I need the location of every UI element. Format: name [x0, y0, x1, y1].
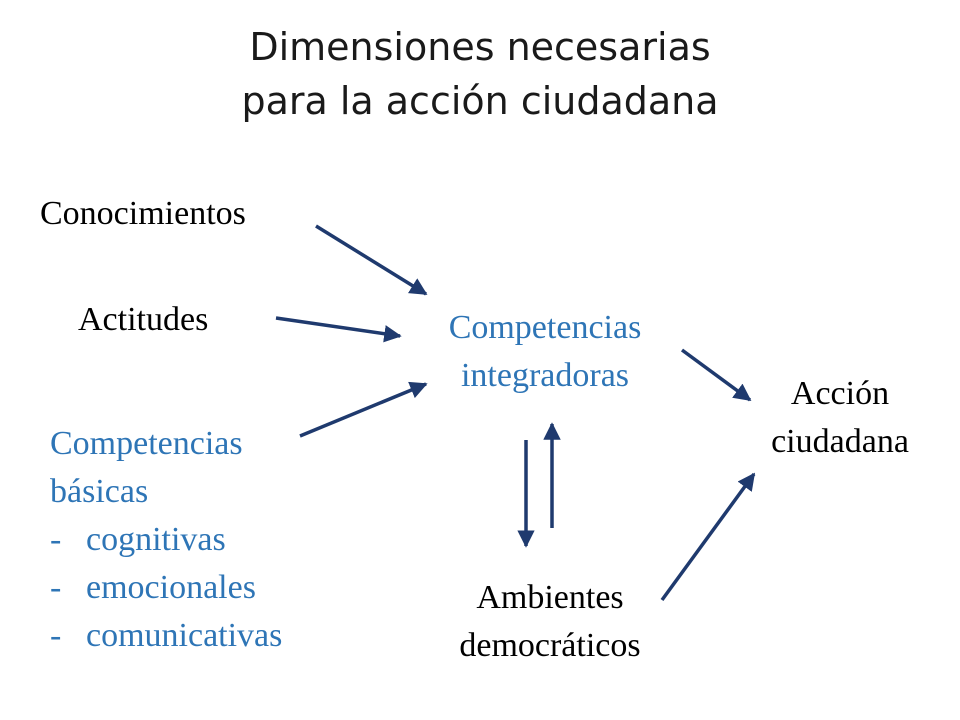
competencias-basicas-line-1: Competencias [50, 425, 243, 462]
node-accion-ciudadana: Acción ciudadana [730, 370, 950, 466]
list-item-marker: - [50, 569, 62, 606]
competencias-basicas-line-2: básicas [50, 473, 149, 510]
competencias-integradoras-line-2: integradoras [460, 357, 630, 394]
accion-ciudadana-line-2: ciudadana [771, 423, 909, 460]
competencias-integradoras-line-1: Competencias [448, 309, 642, 346]
node-ambientes-democraticos: Ambientes democráticos [420, 574, 680, 670]
list-item-label: emocionales [86, 569, 256, 606]
list-item-marker: - [50, 617, 62, 654]
list-item-label: comunicativas [86, 617, 283, 654]
node-conocimientos: Conocimientos [40, 195, 246, 232]
list-item-marker: - [50, 521, 62, 558]
node-competencias-basicas: Competencias básicas - cognitivas - emoc… [50, 420, 282, 660]
diagram-title: Dimensiones necesarias para la acción ci… [0, 20, 960, 128]
arrow-conocimientos-to-integradoras [315, 224, 428, 296]
list-item: - emocionales [50, 564, 282, 612]
list-item-label: cognitivas [86, 521, 226, 558]
ambientes-democraticos-line-2: democráticos [459, 627, 641, 664]
accion-ciudadana-line-1: Acción [790, 375, 890, 412]
arrow-ambientes-to-accion [660, 472, 756, 602]
ambientes-democraticos-line-1: Ambientes [476, 579, 624, 616]
title-line-1: Dimensiones necesarias [249, 25, 711, 69]
arrow-basicas-to-integradoras [299, 381, 428, 438]
node-actitudes: Actitudes [78, 301, 209, 338]
list-item: - comunicativas [50, 612, 282, 660]
arrow-actitudes-to-integradoras [275, 316, 402, 343]
title-line-2: para la acción ciudadana [241, 79, 719, 123]
list-item: - cognitivas [50, 516, 282, 564]
arrow-integradoras-to-accion [680, 348, 752, 402]
node-competencias-integradoras: Competencias integradoras [420, 304, 670, 400]
competencias-basicas-list: - cognitivas - emocionales - comunicativ… [50, 516, 282, 660]
